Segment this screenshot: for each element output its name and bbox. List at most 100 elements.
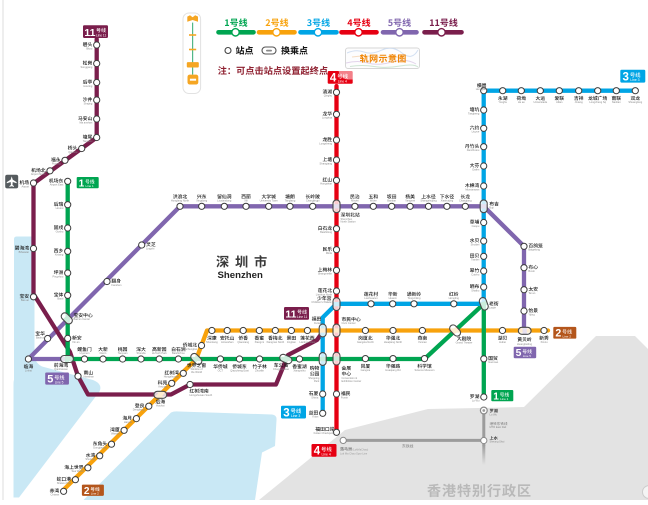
svg-text:Huaxin: Huaxin bbox=[389, 296, 398, 300]
svg-text:Honglang North: Honglang North bbox=[171, 198, 190, 202]
svg-text:Lianhua North: Lianhua North bbox=[316, 292, 333, 296]
svg-text:Airport North: Airport North bbox=[31, 172, 46, 176]
svg-text:Buji: Buji bbox=[489, 206, 494, 210]
svg-text:Longsheng: Longsheng bbox=[319, 141, 332, 145]
svg-text:Nanshan: Nanshan bbox=[84, 375, 95, 379]
svg-text:OCT: OCT bbox=[218, 368, 224, 372]
svg-text:Mumianwan: Mumianwan bbox=[465, 187, 480, 191]
svg-text:Lo Wu: Lo Wu bbox=[490, 412, 498, 416]
svg-text:Longcheng Sq: Longcheng Sq bbox=[589, 100, 606, 104]
svg-text:Hongshuwan: Hongshuwan bbox=[164, 375, 180, 379]
svg-text:Houting: Houting bbox=[83, 84, 92, 88]
svg-text:Line 11: Line 11 bbox=[297, 315, 307, 319]
svg-text:1: 1 bbox=[493, 391, 499, 402]
svg-text:2: 2 bbox=[555, 328, 561, 340]
svg-text:Linhai: Linhai bbox=[25, 368, 32, 372]
svg-text:Hubei: Hubei bbox=[499, 340, 506, 344]
svg-text:Longhua: Longhua bbox=[322, 116, 333, 120]
svg-text:Shaibu: Shaibu bbox=[471, 288, 480, 292]
svg-text:Tangkeng: Tangkeng bbox=[468, 111, 480, 115]
svg-text:Jingtian: Jingtian bbox=[287, 340, 296, 344]
svg-text:Dafen: Dafen bbox=[472, 167, 479, 171]
svg-text:3: 3 bbox=[623, 71, 629, 83]
svg-text:Line 4: Line 4 bbox=[338, 79, 347, 83]
svg-text:Qinghu: Qinghu bbox=[324, 94, 333, 98]
svg-text:Line 2: Line 2 bbox=[563, 334, 572, 338]
svg-text:Xixiang: Xixiang bbox=[55, 253, 64, 257]
svg-text:Tai an: Tai an bbox=[528, 291, 535, 295]
svg-text:Xingdong: Xingdong bbox=[196, 198, 208, 202]
svg-text:Lianhuacun: Lianhuacun bbox=[364, 296, 378, 300]
svg-text:Qiaocheng East: Qiaocheng East bbox=[230, 368, 249, 372]
svg-text:Shuiwan: Shuiwan bbox=[85, 457, 96, 461]
svg-text:Universiade: Universiade bbox=[533, 100, 547, 104]
svg-text:Xinxiu: Xinxiu bbox=[540, 340, 548, 344]
svg-text:Line 4: Line 4 bbox=[322, 452, 331, 456]
svg-text:Tangwei: Tangwei bbox=[83, 139, 93, 143]
svg-text:1: 1 bbox=[79, 178, 85, 189]
svg-text:Bitou: Bitou bbox=[86, 46, 92, 50]
svg-text:Xili: Xili bbox=[244, 198, 248, 202]
svg-text:Huaqiang North: Huaqiang North bbox=[384, 340, 403, 344]
svg-text:Buxin: Buxin bbox=[528, 269, 535, 273]
svg-text:Shuibei: Shuibei bbox=[471, 242, 480, 246]
svg-text:Bantian: Bantian bbox=[387, 198, 396, 202]
svg-text:Xiangmei North: Xiangmei North bbox=[266, 340, 284, 344]
svg-text:MTR East Rail: MTR East Rail bbox=[490, 425, 507, 429]
svg-text:3: 3 bbox=[283, 407, 289, 419]
svg-text:Line 1: Line 1 bbox=[86, 184, 94, 188]
svg-text:Qiaochengbei: Qiaochengbei bbox=[181, 347, 197, 351]
svg-text:Line 2: Line 2 bbox=[91, 492, 99, 496]
svg-text:Nanlian: Nanlian bbox=[612, 100, 621, 104]
svg-text:5: 5 bbox=[47, 374, 53, 386]
svg-text:Keyuan: Keyuan bbox=[158, 385, 167, 389]
svg-text:Yangmei: Yangmei bbox=[405, 198, 415, 202]
svg-text:Lingzhi: Lingzhi bbox=[146, 246, 155, 250]
svg-text:Fumin: Fumin bbox=[341, 395, 349, 399]
svg-text:Sea World: Sea World bbox=[71, 469, 84, 473]
svg-text:Grand Theater: Grand Theater bbox=[456, 340, 473, 344]
svg-text:Qiaotou: Qiaotou bbox=[68, 150, 78, 154]
svg-text:Huaqiang Rd: Huaqiang Rd bbox=[385, 368, 401, 372]
svg-text:Lok Ma Chau Spur Line: Lok Ma Chau Spur Line bbox=[340, 452, 368, 456]
svg-text:Civic Center: Civic Center bbox=[342, 321, 356, 325]
svg-text:Hongshan: Hongshan bbox=[320, 182, 332, 186]
svg-text:Wanxia: Wanxia bbox=[111, 432, 120, 436]
svg-text:Baishizhou: Baishizhou bbox=[172, 351, 185, 355]
svg-text:Henggang: Henggang bbox=[476, 87, 489, 91]
svg-text:Xiangmi: Xiangmi bbox=[255, 340, 265, 344]
svg-text:Exhibition Center: Exhibition Center bbox=[342, 379, 362, 383]
svg-text:Minzhi: Minzhi bbox=[351, 198, 359, 202]
svg-text:Liyumen: Liyumen bbox=[80, 351, 90, 355]
svg-text:Liuyue: Liuyue bbox=[472, 130, 480, 134]
svg-text:Tongxinling: Tongxinling bbox=[408, 296, 422, 300]
svg-text:Baoti: Baoti bbox=[57, 297, 63, 301]
svg-text:Bao an: Bao an bbox=[21, 298, 30, 302]
svg-text:Yijing: Yijing bbox=[528, 312, 535, 316]
svg-text:Zhuzilin: Zhuzilin bbox=[255, 368, 264, 372]
svg-text:Baishilong: Baishilong bbox=[320, 230, 333, 234]
svg-text:Pingzhou: Pingzhou bbox=[52, 274, 63, 278]
svg-text:Daxin: Daxin bbox=[100, 351, 107, 355]
svg-text:Fanshen: Fanshen bbox=[111, 283, 122, 287]
svg-text:Gangxia North: Gangxia North bbox=[357, 340, 374, 344]
svg-text:Hourui: Hourui bbox=[56, 206, 64, 210]
svg-text:Qianhaiwan: Qianhaiwan bbox=[54, 367, 68, 371]
svg-text:Caopu: Caopu bbox=[472, 224, 480, 228]
svg-text:11: 11 bbox=[285, 309, 296, 321]
svg-text:Dongjiaotou: Dongjiaotou bbox=[93, 446, 107, 450]
svg-text:Guomao: Guomao bbox=[488, 360, 499, 364]
svg-text:(LokMaChau): (LokMaChau) bbox=[353, 447, 369, 451]
svg-text:Shixia: Shixia bbox=[311, 395, 319, 399]
svg-text:Dengliang: Dengliang bbox=[133, 408, 145, 412]
svg-text:University Town: University Town bbox=[260, 198, 279, 202]
svg-text:Airport East: Airport East bbox=[50, 183, 64, 187]
svg-text:4: 4 bbox=[330, 73, 337, 85]
svg-text:Yitian: Yitian bbox=[312, 415, 319, 419]
svg-text:North Station: North Station bbox=[341, 220, 357, 224]
svg-text:Futian Checkpoint: Futian Checkpoint bbox=[314, 431, 335, 435]
svg-text:Changlong: Changlong bbox=[459, 198, 472, 202]
svg-text:Danzhutou: Danzhutou bbox=[467, 148, 480, 152]
svg-text:Park: Park bbox=[314, 379, 320, 383]
svg-text:He ao: He ao bbox=[518, 100, 525, 104]
